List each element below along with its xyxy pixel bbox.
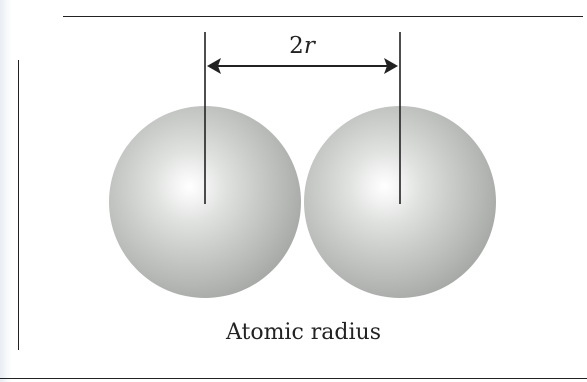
figure-caption: Atomic radius [0, 322, 587, 344]
dimension-label-variable: r [304, 33, 317, 59]
dimension-label: 2r [289, 33, 317, 59]
dimension-label-number: 2 [289, 33, 304, 59]
